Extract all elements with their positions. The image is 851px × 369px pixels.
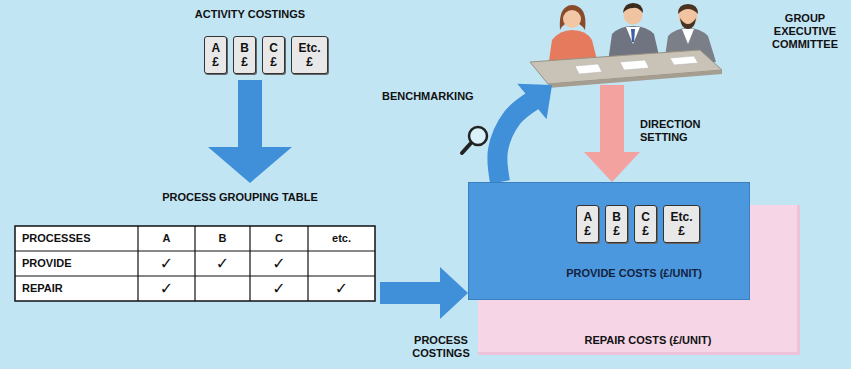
table-frame [15, 226, 375, 301]
flow-arrow [208, 80, 292, 183]
man-beard [680, 18, 696, 29]
table-cell: ✓ [139, 277, 194, 300]
box-label: C £ [269, 41, 278, 69]
man-hair [678, 4, 698, 14]
man-shirt [682, 29, 694, 44]
node-heading: PROVIDE COSTS (£/UNIT) [559, 267, 709, 280]
cost-box: C £ [262, 36, 285, 74]
table-cell: ✓ [251, 252, 307, 275]
direction-arrow [584, 85, 640, 182]
table-text: C [275, 232, 283, 245]
man-tie [631, 29, 635, 42]
edge-label: BENCHMARKING [382, 90, 474, 103]
check-mark: ✓ [272, 280, 285, 298]
box-label: A £ [211, 41, 219, 69]
arrow-shaft [497, 100, 533, 182]
cost-box: B £ [233, 36, 256, 74]
process-table: PROCESS GROUPING TABLE [10, 183, 380, 308]
cost-box: Etc. £ [291, 36, 328, 74]
box-label: A £ [583, 210, 591, 238]
benchmark-arrow [497, 84, 552, 182]
table-cell: B [196, 227, 249, 250]
table-cell: etc. [309, 227, 374, 250]
arrow-shaft [380, 282, 442, 304]
man-hair [623, 3, 643, 13]
table-cell: ✓ [139, 252, 194, 275]
paper-sheet [620, 60, 649, 70]
magnifying-glass [462, 127, 487, 153]
paper-sheet [670, 56, 698, 65]
table-rule [15, 275, 375, 276]
arrow-head [208, 147, 292, 183]
committee-illustration [530, 3, 722, 88]
table-cell: PROVIDE [16, 252, 137, 275]
node-heading: ACTIVITY COSTINGS [175, 8, 325, 21]
box-label: B £ [612, 210, 621, 238]
woman-fringe [563, 9, 582, 14]
flow-arrow [380, 267, 468, 319]
edge-label: DIRECTION SETTING [640, 118, 720, 144]
node-heading: PROCESS GROUPING TABLE [110, 191, 370, 204]
arrow-caption: BENCHMARKING [382, 90, 492, 103]
box-label: Etc. £ [670, 210, 692, 238]
node-heading: GROUP EXECUTIVE COMMITTEE [765, 12, 845, 51]
node-heading: REPAIR COSTS (£/UNIT) [563, 334, 733, 347]
table-rule [137, 226, 138, 301]
table-cell: A [139, 227, 194, 250]
paper-sheet [575, 64, 602, 74]
box-label: B £ [240, 41, 249, 69]
table-cell: ✓ [196, 252, 249, 275]
table-rule [194, 226, 195, 301]
arrow-head [517, 84, 552, 119]
arrow-head [584, 152, 640, 182]
woman-hair [560, 5, 586, 30]
activity-group: ACTIVITY COSTINGS A £ B £ C £ Etc. £ [175, 6, 325, 80]
arrow-shaft [600, 85, 624, 154]
table-text: B [219, 232, 227, 245]
table-text: PROVIDE [22, 257, 72, 270]
table-grid [15, 226, 375, 301]
table-cell: REPAIR [16, 277, 137, 300]
table-cell: PROCESSES [16, 227, 137, 250]
edge-label: PROCESS COSTINGS [405, 334, 477, 360]
arrow-shaft [238, 80, 262, 149]
box-label: Etc. £ [298, 41, 320, 69]
table-cell: ✓ [309, 277, 374, 300]
check-mark: ✓ [216, 255, 229, 273]
glass-handle [462, 143, 471, 153]
committee-area: GROUP EXECUTIVE COMMITTEE [525, 0, 845, 85]
arrow-caption: DIRECTION SETTING [640, 118, 720, 144]
table-text: PROCESSES [22, 232, 90, 245]
table-edge [548, 70, 722, 88]
table-cell: ✓ [251, 277, 307, 300]
check-mark: ✓ [160, 280, 173, 298]
table-rule [249, 226, 250, 301]
cost-box: A £ [204, 36, 227, 74]
cost-box: C £ [634, 205, 657, 243]
arrow-head [440, 267, 468, 319]
cost-box: A £ [576, 205, 599, 243]
check-mark: ✓ [335, 280, 348, 298]
provide-panel: PROVIDE COSTS (£/UNIT) A £ B £ C £ Etc. £ [468, 182, 750, 300]
woman-face [563, 10, 581, 28]
check-mark: ✓ [272, 255, 285, 273]
check-mark: ✓ [160, 255, 173, 273]
glass-lens [469, 127, 487, 145]
table-rule [15, 250, 375, 251]
table-rule [307, 226, 308, 301]
man-shirt [626, 27, 640, 44]
table-text: A [163, 232, 171, 245]
table-cell: C [251, 227, 307, 250]
cost-box: Etc. £ [663, 205, 700, 243]
box-label: C £ [641, 210, 650, 238]
cost-box: B £ [605, 205, 628, 243]
arrow-caption: PROCESS COSTINGS [405, 334, 477, 360]
table-text: REPAIR [22, 282, 63, 295]
table-text: etc. [332, 232, 351, 245]
